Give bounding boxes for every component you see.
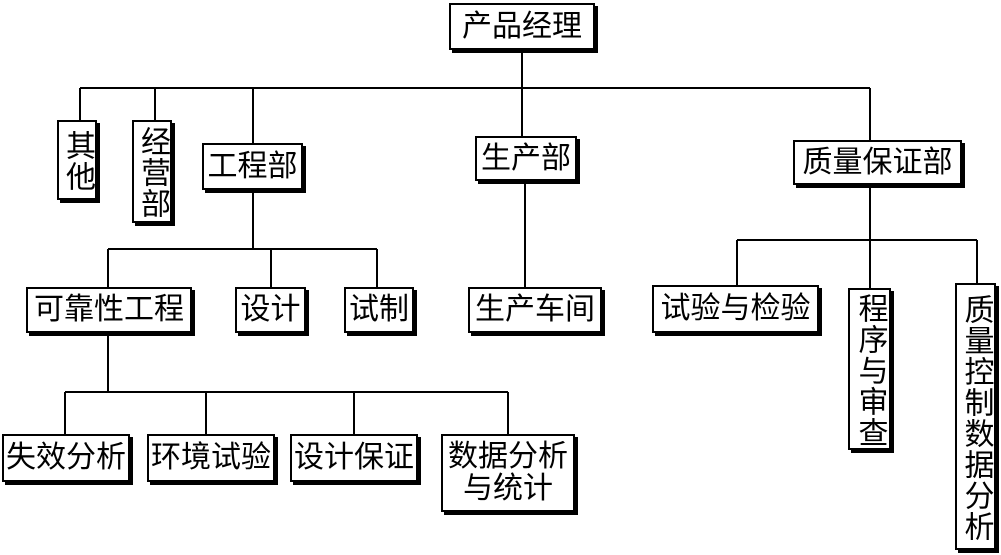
- node-label: 设计: [240, 292, 301, 327]
- node-quality-assurance-dept: 质量保证部: [793, 140, 962, 185]
- node-design-assurance: 设计保证: [290, 434, 418, 482]
- node-quality-data-analysis: 质量控制数据分析: [955, 283, 996, 550]
- node-label: 试制: [349, 292, 409, 327]
- node-label: 产品经理: [462, 8, 582, 44]
- node-label: 生产部: [481, 140, 571, 176]
- node-label: 经营部: [135, 126, 170, 219]
- node-label: 工程部: [207, 148, 298, 184]
- node-environment-test: 环境试验: [147, 434, 275, 482]
- node-label: 其他: [60, 130, 95, 192]
- node-business-dept: 经营部: [132, 120, 172, 223]
- node-label: 质量控制数据分析: [958, 293, 994, 542]
- node-label: 生产车间: [475, 292, 595, 327]
- node-trial-production: 试制: [344, 287, 414, 333]
- node-label: 可靠性工程: [34, 292, 184, 327]
- node-testing-inspection: 试验与检验: [652, 285, 819, 333]
- node-label: 环境试验: [151, 440, 271, 475]
- node-production-workshop: 生产车间: [468, 287, 602, 333]
- node-failure-analysis: 失效分析: [2, 434, 130, 482]
- node-label: 失效分析: [6, 440, 126, 475]
- node-data-analysis-statistics: 数据分析与统计: [441, 434, 575, 512]
- node-label: 程序与审查: [852, 292, 888, 448]
- node-label: 质量保证部: [802, 144, 953, 180]
- node-product-manager: 产品经理: [449, 3, 595, 50]
- node-procedure-review: 程序与审查: [848, 288, 891, 450]
- node-production-dept: 生产部: [475, 136, 577, 181]
- node-label: 数据分析与统计: [448, 439, 568, 506]
- node-label: 设计保证: [294, 440, 414, 475]
- node-reliability-engineering: 可靠性工程: [26, 287, 192, 333]
- node-other: 其他: [57, 120, 97, 200]
- node-engineering-dept: 工程部: [202, 143, 303, 190]
- node-label: 试验与检验: [660, 291, 811, 326]
- node-design: 设计: [235, 287, 306, 333]
